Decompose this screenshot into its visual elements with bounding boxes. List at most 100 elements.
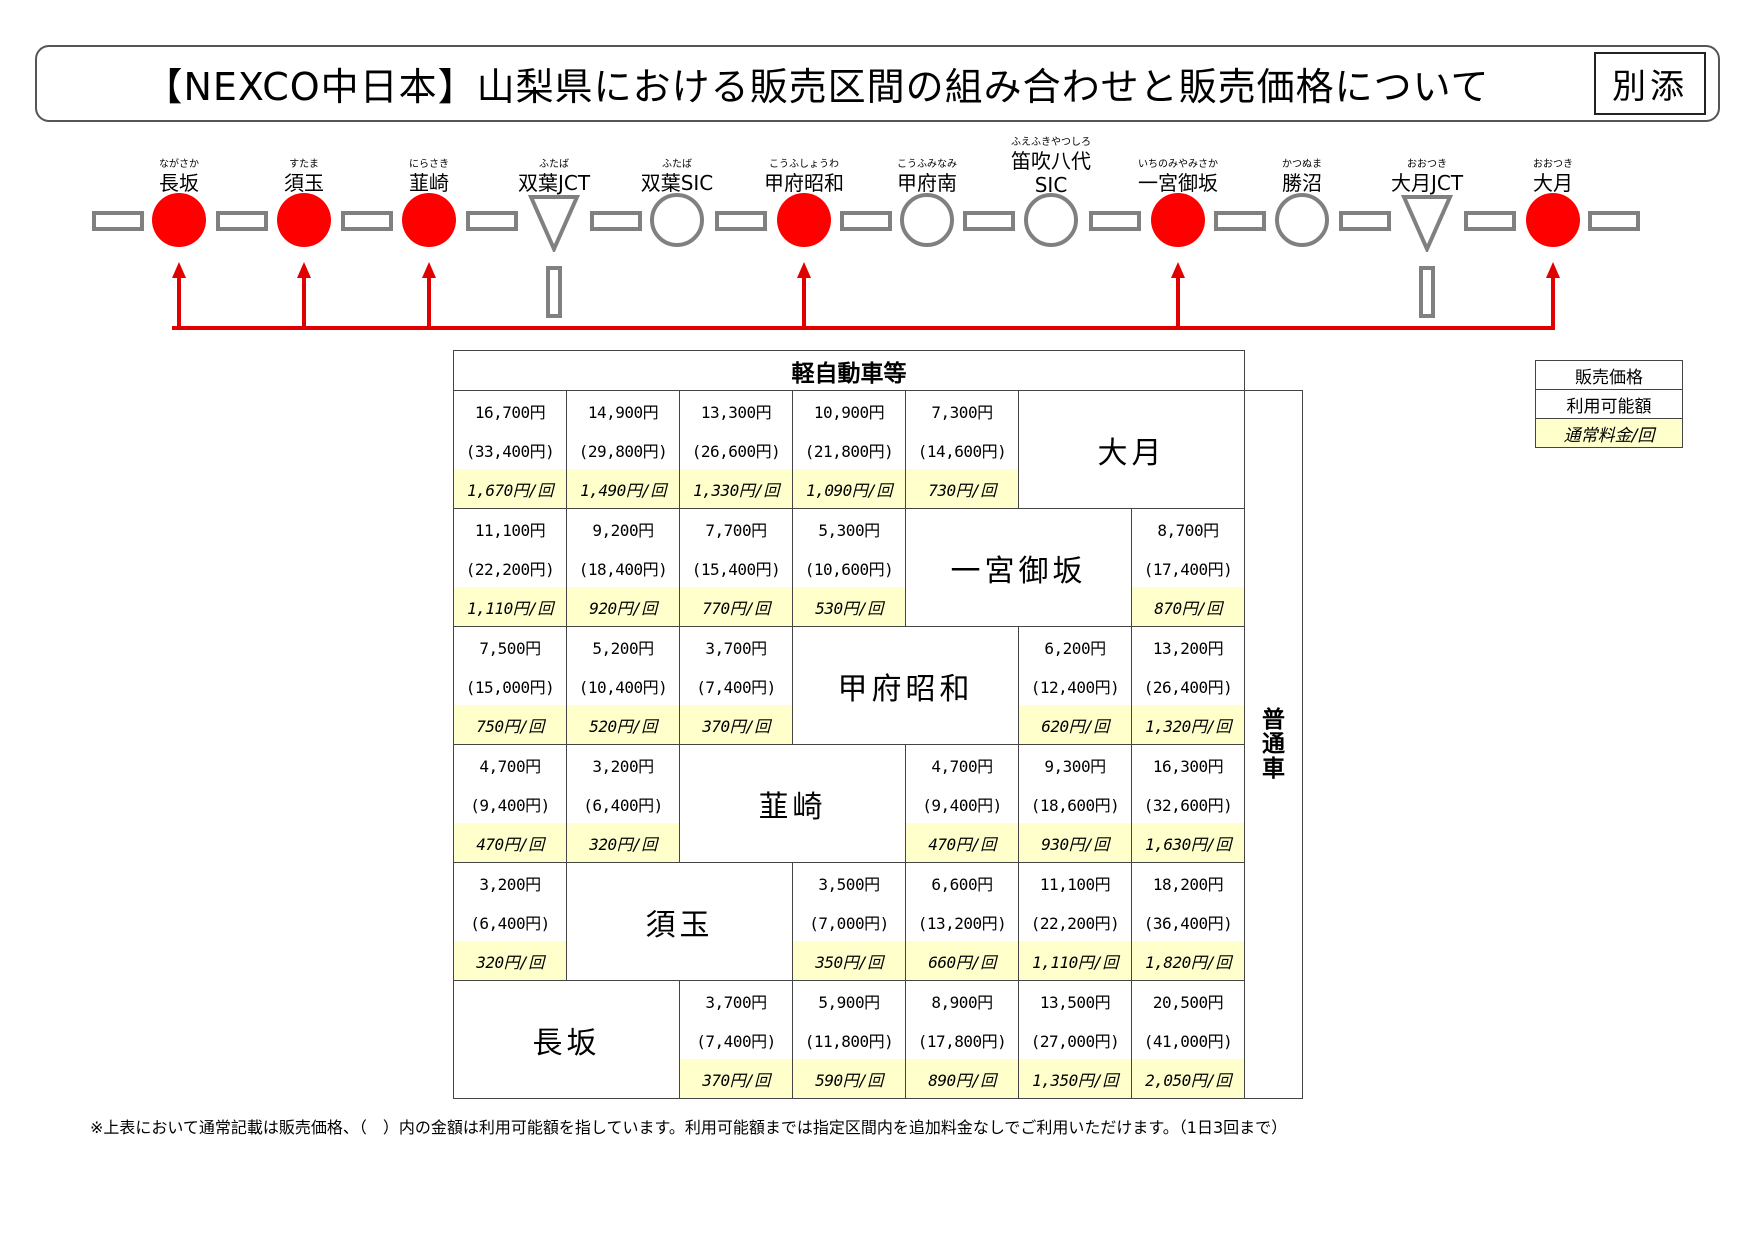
sales-point-circle-icon bbox=[777, 193, 831, 247]
fare-cell: 5,300円 (10,600円) 530円/回 bbox=[792, 508, 906, 627]
sale-price: 14,900円 bbox=[587, 402, 659, 422]
station-name: 一宮御坂 bbox=[1138, 171, 1218, 195]
normal-fare: 1,820円/回 bbox=[1132, 941, 1244, 980]
sale-price: 4,700円 bbox=[479, 756, 541, 776]
usable-amount: (9,400円) bbox=[922, 795, 1002, 815]
sale-price: 5,900円 bbox=[818, 992, 880, 1012]
station-label: こうふしょうわ甲府昭和 bbox=[739, 159, 869, 194]
station-cell-kofu-showa: 甲府昭和 bbox=[792, 626, 1019, 745]
sale-price: 4,700円 bbox=[931, 756, 993, 776]
sales-point-circle-icon bbox=[277, 193, 331, 247]
fare-cell: 4,700円(9,400円)470円/回 bbox=[453, 744, 567, 863]
normal-fare: 870円/回 bbox=[1132, 587, 1244, 626]
arrow-up-icon bbox=[172, 262, 186, 278]
station-name-suffix: SIC bbox=[1034, 173, 1068, 197]
station-cell-ichinomiya: 一宮御坂 bbox=[905, 508, 1132, 627]
sale-price: 7,500円 bbox=[479, 638, 541, 658]
usable-amount: (10,600円) bbox=[804, 559, 894, 579]
interchange-circle-icon bbox=[900, 193, 954, 247]
station-name: 笛吹八代 bbox=[1011, 149, 1091, 173]
normal-fare: 660円/回 bbox=[906, 941, 1018, 980]
station-label: こうふみなみ甲府南 bbox=[862, 160, 992, 195]
fare-cell: 9,300円(18,600円)930円/回 bbox=[1018, 744, 1132, 863]
usable-amount: (33,400円) bbox=[465, 441, 555, 461]
normal-fare: 530円/回 bbox=[793, 587, 905, 626]
fare-cell: 5,200円(10,400円)520円/回 bbox=[566, 626, 680, 745]
road-segment bbox=[1588, 211, 1640, 231]
normal-fare: 1,090円/回 bbox=[793, 469, 905, 508]
fare-cell: 3,700円(7,400円)370円/回 bbox=[679, 626, 793, 745]
station-furigana: こうふしょうわ bbox=[769, 159, 839, 170]
normal-fare: 520円/回 bbox=[567, 705, 679, 744]
normal-fare: 470円/回 bbox=[454, 823, 566, 862]
legend-price: 販売価格 bbox=[1535, 360, 1683, 390]
road-segment bbox=[1088, 211, 1141, 231]
road-segment bbox=[1464, 211, 1516, 231]
road-segment bbox=[215, 211, 268, 231]
fare-cell: 7,300円(14,600円)730円/回 bbox=[905, 390, 1019, 509]
sale-price: 16,300円 bbox=[1152, 756, 1224, 776]
table-row-sutama: 3,200円(6,400円)320円/回 須玉 3,500円(7,000円)35… bbox=[453, 862, 1303, 981]
station-furigana: おおつき bbox=[1407, 159, 1447, 170]
normal-fare: 1,320円/回 bbox=[1132, 705, 1244, 744]
fare-cell: 10,900円(21,800円)1,090円/回 bbox=[792, 390, 906, 509]
sale-price: 3,700円 bbox=[705, 638, 767, 658]
fare-cell: 11,100円(22,200円)1,110円/回 bbox=[453, 508, 567, 627]
road-segment bbox=[1338, 211, 1391, 231]
futsu-header: 普通車 bbox=[1244, 390, 1303, 1099]
station-label: すたま須玉 bbox=[239, 160, 369, 194]
arrow-line bbox=[427, 276, 431, 330]
usable-amount: (7,000円) bbox=[809, 913, 889, 933]
station-name: 双葉JCT bbox=[517, 171, 591, 195]
station-cell-sutama: 須玉 bbox=[566, 862, 793, 981]
sale-price: 5,300円 bbox=[818, 520, 880, 540]
normal-fare: 620円/回 bbox=[1019, 705, 1131, 744]
normal-fare: 2,050円/回 bbox=[1132, 1059, 1244, 1098]
arrow-line bbox=[302, 276, 306, 330]
sale-price: 6,600円 bbox=[931, 874, 993, 894]
sale-price: 8,700円 bbox=[1157, 520, 1219, 540]
annex-label: 別添 bbox=[1594, 52, 1706, 115]
station-furigana: ふえふきやつしろ bbox=[1011, 137, 1091, 148]
arrow-up-icon bbox=[1171, 262, 1185, 278]
junction-branch bbox=[1419, 266, 1435, 318]
arrow-up-icon bbox=[797, 262, 811, 278]
kei-header: 軽自動車等 bbox=[453, 350, 1245, 391]
usable-amount: (15,000円) bbox=[465, 677, 555, 697]
fare-cell: 16,700円(33,400円)1,670円/回 bbox=[453, 390, 567, 509]
fare-cell: 13,200円(26,400円)1,320円/回 bbox=[1131, 626, 1245, 745]
normal-fare: 350円/回 bbox=[793, 941, 905, 980]
usable-amount: (21,800円) bbox=[804, 441, 894, 461]
normal-fare: 750円/回 bbox=[454, 705, 566, 744]
sale-price: 7,700円 bbox=[705, 520, 767, 540]
sale-price: 7,300円 bbox=[931, 402, 993, 422]
sale-price: 20,500円 bbox=[1152, 992, 1224, 1012]
normal-fare: 1,330円/回 bbox=[680, 469, 792, 508]
sale-price: 3,700円 bbox=[705, 992, 767, 1012]
sale-price: 9,200円 bbox=[592, 520, 654, 540]
usable-amount: (22,200円) bbox=[1030, 913, 1120, 933]
fare-cell: 3,200円(6,400円)320円/回 bbox=[453, 862, 567, 981]
station-name: 甲府南 bbox=[897, 171, 957, 195]
legend: 販売価格 利用可能額 通常料金/回 bbox=[1535, 360, 1683, 448]
usable-amount: (11,800円) bbox=[804, 1031, 894, 1051]
sale-price: 9,300円 bbox=[1044, 756, 1106, 776]
title-box: 【NEXCO中日本】山梨県における販売区間の組み合わせと販売価格について 別添 bbox=[35, 45, 1720, 122]
station-furigana: おおつき bbox=[1533, 159, 1573, 170]
fare-cell: 8,900円(17,800円)890円/回 bbox=[905, 980, 1019, 1099]
fare-cell: 7,700円(15,400円)770円/回 bbox=[679, 508, 793, 627]
road-segment bbox=[839, 211, 892, 231]
usable-amount: (17,800円) bbox=[917, 1031, 1007, 1051]
usable-amount: (26,600円) bbox=[691, 441, 781, 461]
station-label: ふたば双葉JCT bbox=[489, 160, 619, 195]
normal-fare: 1,110円/回 bbox=[454, 587, 566, 626]
usable-amount: (14,600円) bbox=[917, 441, 1007, 461]
fare-cell: 8,700円(17,400円)870円/回 bbox=[1131, 508, 1245, 627]
normal-fare: 470円/回 bbox=[906, 823, 1018, 862]
sale-price: 11,100円 bbox=[1039, 874, 1111, 894]
normal-fare: 1,490円/回 bbox=[567, 469, 679, 508]
sales-point-circle-icon bbox=[152, 193, 206, 247]
